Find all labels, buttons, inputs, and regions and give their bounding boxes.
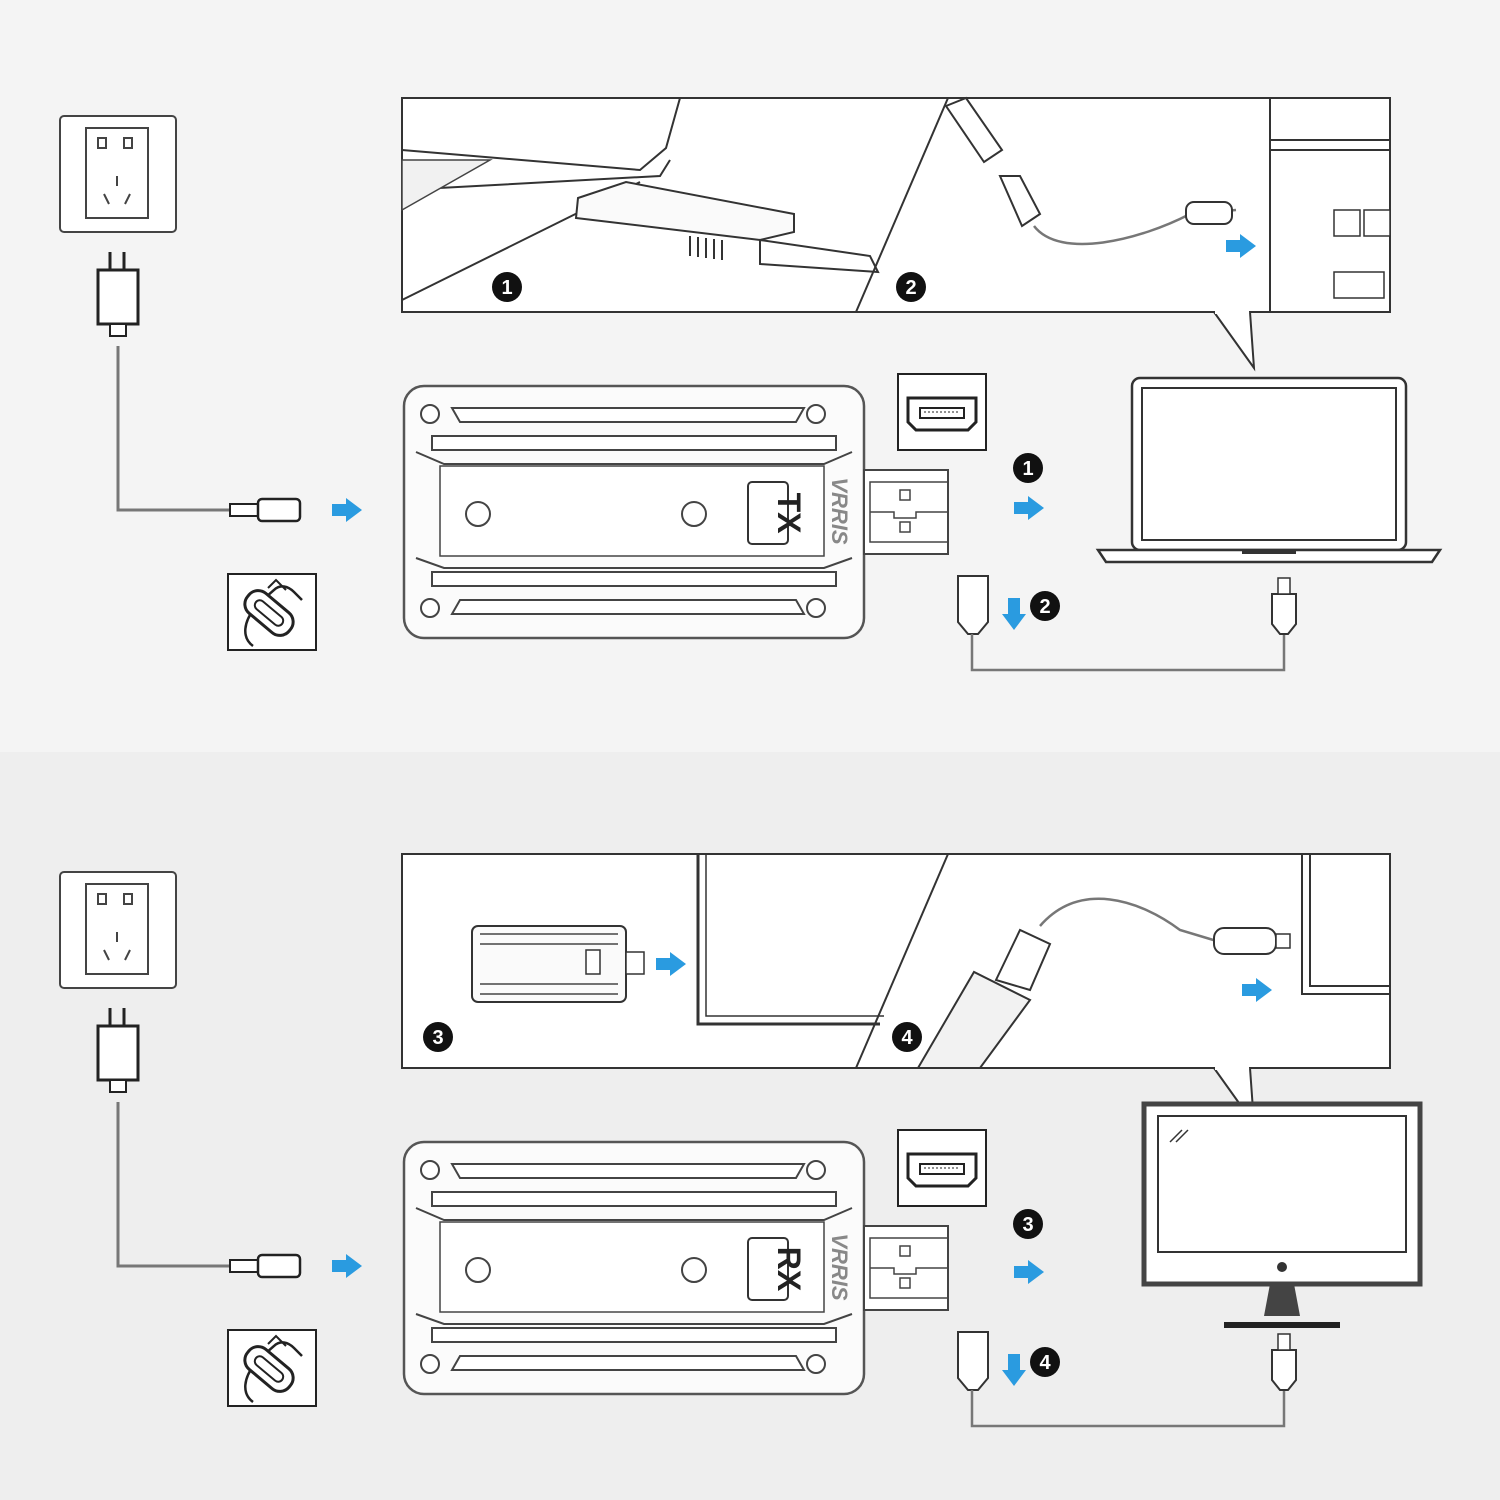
tx-brand: VRRIS (827, 477, 852, 545)
laptop-icon (1095, 376, 1443, 564)
step-number-2-inset: 2 (905, 277, 916, 299)
usb-cable-icon (957, 1331, 1297, 1428)
step-number-1: 1 (1022, 458, 1033, 480)
hdmi-port-icon (896, 372, 988, 452)
usb-c-connector-icon (226, 572, 318, 652)
step-number-3: 3 (1022, 1214, 1033, 1236)
usb-c-connector-icon (226, 1328, 318, 1408)
tx-usage-inset (401, 96, 1391, 372)
step-number-4-inset: 4 (901, 1027, 913, 1049)
monitor-icon (1141, 1101, 1423, 1328)
step-number-1-inset: 1 (501, 277, 512, 299)
tx-label: TX (771, 493, 807, 535)
step-number-4: 4 (1039, 1352, 1051, 1374)
usb-cable-icon (957, 575, 1297, 672)
section-tx: TX VRRIS (59, 96, 1443, 672)
step-number-2: 2 (1039, 596, 1050, 618)
wall-outlet-icon (59, 115, 177, 233)
wall-outlet-icon (59, 871, 177, 989)
power-cable-line (116, 1102, 230, 1268)
hdmi-port-icon (896, 1128, 988, 1208)
rx-brand: VRRIS (827, 1233, 852, 1301)
step-number-3-inset: 3 (432, 1027, 443, 1049)
power-cable-line (116, 346, 230, 512)
rx-label: RX (771, 1247, 807, 1292)
section-rx: RX VRRIS 3 4 3 (59, 853, 1423, 1428)
